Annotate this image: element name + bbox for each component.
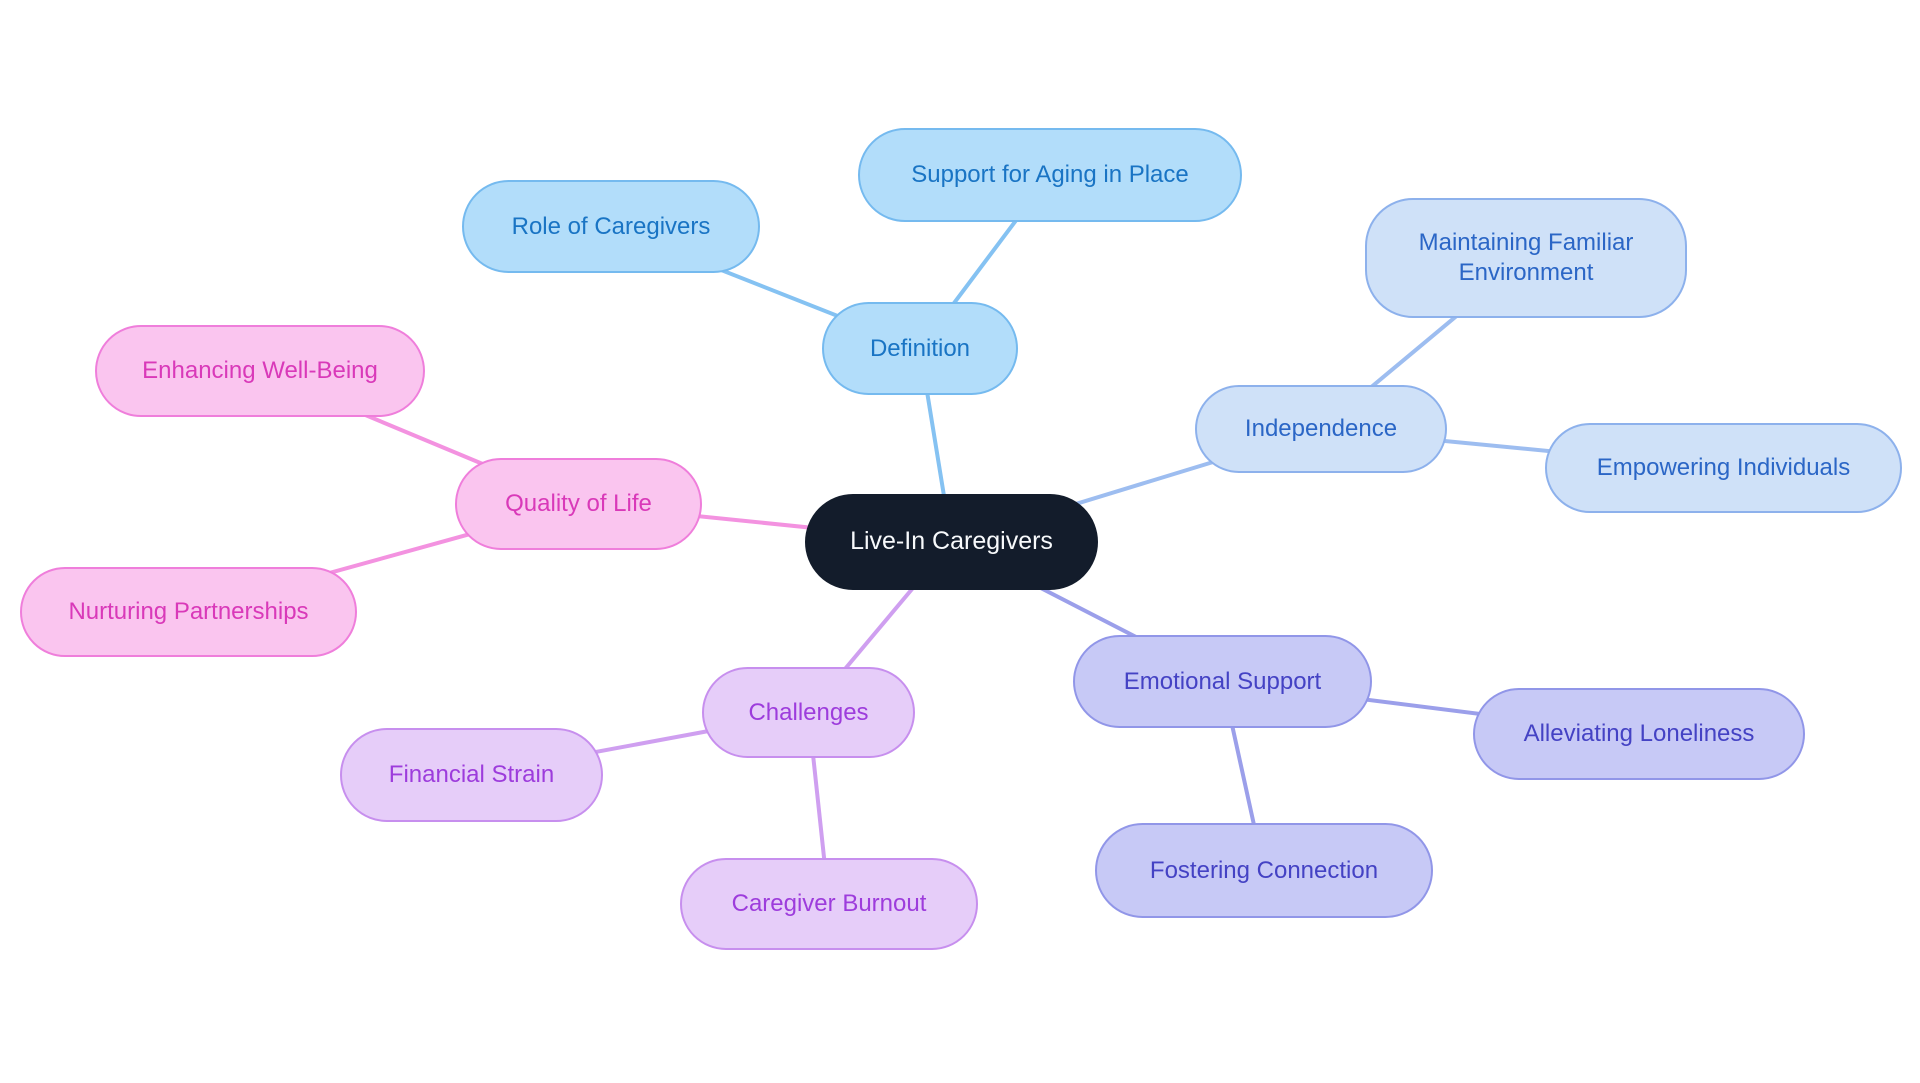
mindmap-node-quality[interactable]: Quality of Life (455, 458, 702, 550)
node-label-empowering: Empowering Individuals (1596, 454, 1851, 481)
mindmap-node-maintaining[interactable]: Maintaining Familiar Environment (1365, 198, 1687, 318)
node-label-enhancing: Enhancing Well-Being (142, 357, 378, 384)
node-label-role: Role of Caregivers (511, 212, 711, 240)
node-label-support: Support for Aging in Place (911, 161, 1189, 188)
mindmap-node-empowering[interactable]: Empowering Individuals (1545, 423, 1902, 513)
mindmap-node-alleviating[interactable]: Alleviating Loneliness (1473, 688, 1805, 780)
node-label-maintaining: Maintaining Familiar Environment (1418, 229, 1634, 286)
mindmap-node-role[interactable]: Role of Caregivers (462, 180, 760, 273)
mindmap-node-nurturing[interactable]: Nurturing Partnerships (20, 567, 357, 657)
node-label-alleviating: Alleviating Loneliness (1523, 720, 1755, 747)
node-label-root: Live-In Caregivers (850, 527, 1053, 556)
mindmap-node-definition[interactable]: Definition (822, 302, 1018, 395)
mindmap-node-support[interactable]: Support for Aging in Place (858, 128, 1242, 222)
node-label-definition: Definition (869, 334, 971, 362)
mindmap-node-emotional[interactable]: Emotional Support (1073, 635, 1372, 728)
mindmap-node-root[interactable]: Live-In Caregivers (805, 494, 1098, 590)
mindmap-node-challenges[interactable]: Challenges (702, 667, 915, 758)
mindmap-node-burnout[interactable]: Caregiver Burnout (680, 858, 978, 950)
mindmap-node-financial[interactable]: Financial Strain (340, 728, 603, 822)
mindmap-node-fostering[interactable]: Fostering Connection (1095, 823, 1433, 918)
node-label-quality: Quality of Life (505, 490, 652, 517)
node-label-independence: Independence (1244, 415, 1398, 442)
node-label-challenges: Challenges (748, 698, 869, 726)
mindmap-node-independence[interactable]: Independence (1195, 385, 1447, 473)
node-label-financial: Financial Strain (388, 761, 555, 788)
node-label-burnout: Caregiver Burnout (731, 890, 927, 917)
node-label-emotional: Emotional Support (1123, 667, 1322, 695)
mindmap-node-enhancing[interactable]: Enhancing Well-Being (95, 325, 425, 417)
node-label-fostering: Fostering Connection (1149, 856, 1379, 884)
node-label-nurturing: Nurturing Partnerships (68, 598, 309, 625)
